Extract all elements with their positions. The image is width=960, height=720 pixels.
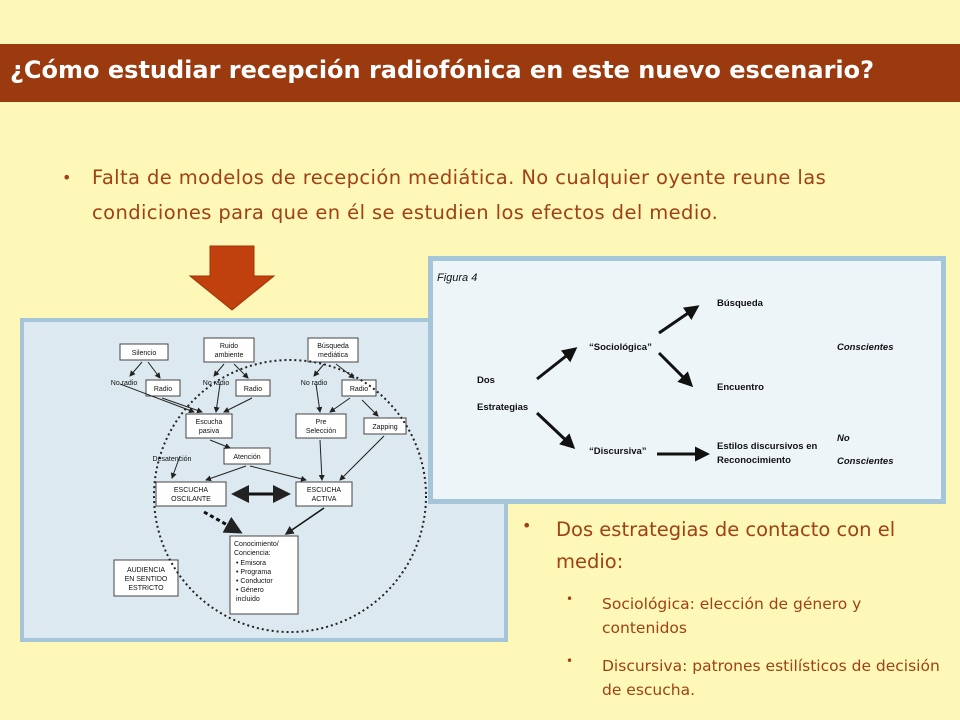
audiencia-box (113, 559, 179, 597)
estilos-label-2: Reconocimiento (717, 455, 791, 466)
sociologica-label: “Sociológica” (589, 342, 652, 353)
escucha-oscilante-label-1: ESCUCHA (174, 487, 209, 494)
down-arrow-icon (188, 245, 276, 311)
desatencion-label: Desatención (153, 456, 192, 463)
sub-bullet-discursiva-text: Discursiva: patrones estilísticos de dec… (602, 657, 940, 699)
escucha-pasiva-box (185, 413, 233, 439)
bullet-strategies-text: Dos estrategias de contacto con el medio… (556, 518, 896, 573)
silencio-label: Silencio (132, 350, 157, 357)
conocimiento-box (229, 535, 299, 615)
figura-label: Figura 4 (437, 272, 477, 284)
escucha-pasiva-label-2: pasiva (199, 428, 219, 435)
radio-label-1: Radio (154, 386, 172, 393)
escucha-oscilante-box (155, 481, 227, 507)
conscientes-label: Conscientes (837, 342, 894, 353)
sub-bullet-dot: • (566, 592, 574, 606)
bullet-models-text: Falta de modelos de recepción mediática.… (92, 166, 827, 224)
ruido-label-1: Ruido (220, 343, 238, 350)
pre-seleccion-label-1: Pre (316, 419, 327, 426)
escucha-activa-label-1: ESCUCHA (307, 487, 342, 494)
atencion-label: Atención (233, 454, 260, 461)
busqueda-label-1: Búsqueda (317, 343, 349, 350)
no-radio-label-1: No radio (111, 380, 138, 387)
estrategias-label: Estrategias (477, 402, 528, 413)
conocimiento-line-1: Conocimiento/ (234, 541, 279, 548)
conocimiento-line-2: Conciencia: (234, 550, 271, 557)
no-radio-label-3: No radio (301, 380, 328, 387)
no-radio-label-2: No radio (203, 380, 230, 387)
conocimiento-line-3: • Emisora (236, 560, 266, 567)
conocimiento-line-6: • Género (236, 587, 264, 594)
title-bar: ¿Cómo estudiar recepción radiofónica en … (0, 44, 960, 102)
ruido-box (203, 337, 255, 363)
escucha-activa-label-2: ACTIVA (312, 496, 337, 503)
escucha-pasiva-label-1: Escucha (196, 419, 223, 426)
no-conscientes-label: Conscientes (837, 456, 894, 467)
ruido-label-2: ambiente (215, 352, 244, 359)
no-label: No (837, 433, 850, 444)
slide-title: ¿Cómo estudiar recepción radiofónica en … (10, 56, 875, 84)
audiencia-label-2: EN SENTIDO (125, 576, 168, 583)
discursiva-label: “Discursiva” (589, 446, 647, 457)
dotted-circle (153, 359, 427, 633)
reception-model-figure: Silencio Ruido ambiente Búsqueda mediáti… (20, 318, 508, 642)
bullet-dot: • (522, 516, 532, 535)
estilos-label-1: Estilos discursivos en (717, 441, 818, 452)
audiencia-label-3: ESTRICTO (128, 585, 164, 592)
bullet-dot: • (62, 168, 72, 187)
atencion-box (223, 447, 271, 465)
radio-label-2: Radio (244, 386, 262, 393)
encuentro-label: Encuentro (717, 382, 764, 393)
pre-seleccion-box (295, 413, 347, 439)
radio-box-3 (341, 379, 377, 397)
sub-bullet-dot: • (566, 654, 574, 668)
conocimiento-line-4: • Programa (236, 569, 271, 576)
escucha-oscilante-label-2: OSCILANTE (171, 496, 211, 503)
audiencia-label-1: AUDIENCIA (127, 567, 165, 574)
sub-bullet-sociologica-text: Sociológica: elección de género y conten… (602, 595, 862, 637)
silencio-box (119, 343, 169, 361)
conocimiento-line-5: • Conductor (236, 578, 273, 585)
pre-seleccion-label-2: Selección (306, 428, 336, 435)
conocimiento-line-7: incluido (236, 596, 260, 603)
radio-label-3: Radio (350, 386, 368, 393)
radio-box-1 (145, 379, 181, 397)
radio-box-2 (235, 379, 271, 397)
zapping-label: Zapping (372, 424, 397, 431)
busqueda-label: Búsqueda (717, 298, 764, 309)
strategies-figure: Figura 4 Dos Estrategias “Sociológica” “… (428, 256, 946, 504)
busqueda-box (307, 337, 359, 363)
busqueda-label-2: mediática (318, 352, 348, 359)
escucha-activa-box (295, 481, 353, 507)
dos-label: Dos (477, 375, 495, 386)
